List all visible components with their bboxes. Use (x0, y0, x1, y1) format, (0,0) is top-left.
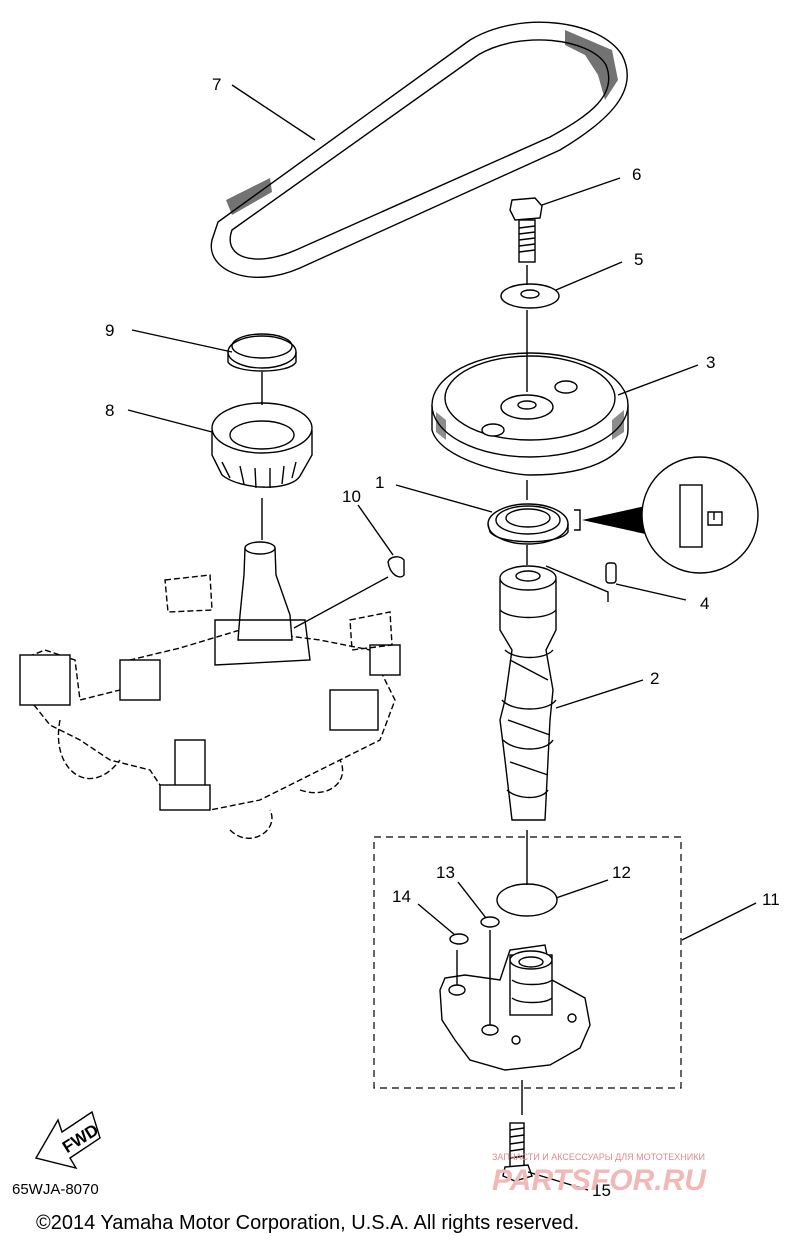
leader-lines (127, 84, 757, 1191)
woodruff-key-part-10[interactable] (387, 556, 405, 578)
callout-13: 13 (436, 863, 455, 882)
callout-6: 6 (632, 165, 641, 184)
o-ring-part-12[interactable] (496, 883, 558, 917)
drive-pulley-part-8[interactable] (211, 402, 313, 489)
callout-15: 15 (592, 1181, 611, 1200)
callout-3: 3 (706, 353, 715, 372)
bolt-part-6[interactable] (509, 197, 543, 263)
o-ring-part-13[interactable] (480, 916, 500, 928)
callout-14: 14 (392, 887, 411, 906)
watermark-tagline: ЗАПЧАСТИ И АКСЕССУАРЫ ДЛЯ МОТОТЕХНИКИ (492, 1152, 705, 1162)
callout-4: 4 (700, 594, 709, 613)
cylinder-head-assembly (19, 541, 401, 839)
oil-pump-assembly-box (373, 836, 682, 1089)
ring-part-9[interactable] (227, 333, 297, 372)
callout-2: 2 (650, 669, 659, 688)
o-ring-part-14[interactable] (449, 933, 469, 945)
callout-10: 10 (342, 487, 361, 506)
callout-9: 9 (105, 321, 114, 340)
oil-seal-part-1[interactable] (487, 503, 569, 545)
fwd-arrow-icon: FWD (34, 1110, 102, 1170)
copyright-notice: ©2014 Yamaha Motor Corporation, U.S.A. A… (36, 1212, 579, 1234)
alignment-lines (261, 265, 609, 1115)
callout-8: 8 (105, 401, 114, 420)
dowel-pin-part-4[interactable] (605, 562, 617, 584)
seal-detail-bubble (574, 456, 759, 574)
callout-1: 1 (375, 473, 384, 492)
bolt-part-15[interactable] (502, 1122, 533, 1182)
callout-5: 5 (634, 250, 643, 269)
camshaft-part-2[interactable] (499, 565, 557, 821)
driven-pulley-part-3[interactable] (431, 352, 629, 476)
callout-11: 11 (762, 890, 780, 909)
washer-part-5[interactable] (500, 283, 560, 309)
watermark-brand: PARTSFOR.RU (492, 1164, 707, 1197)
callout-7: 7 (212, 75, 221, 94)
timing-belt-part-7[interactable] (210, 21, 628, 278)
callout-12: 12 (612, 863, 631, 882)
diagram-code: 65WJA-8070 (12, 1181, 99, 1198)
oil-pump-part-11[interactable] (439, 944, 591, 1071)
